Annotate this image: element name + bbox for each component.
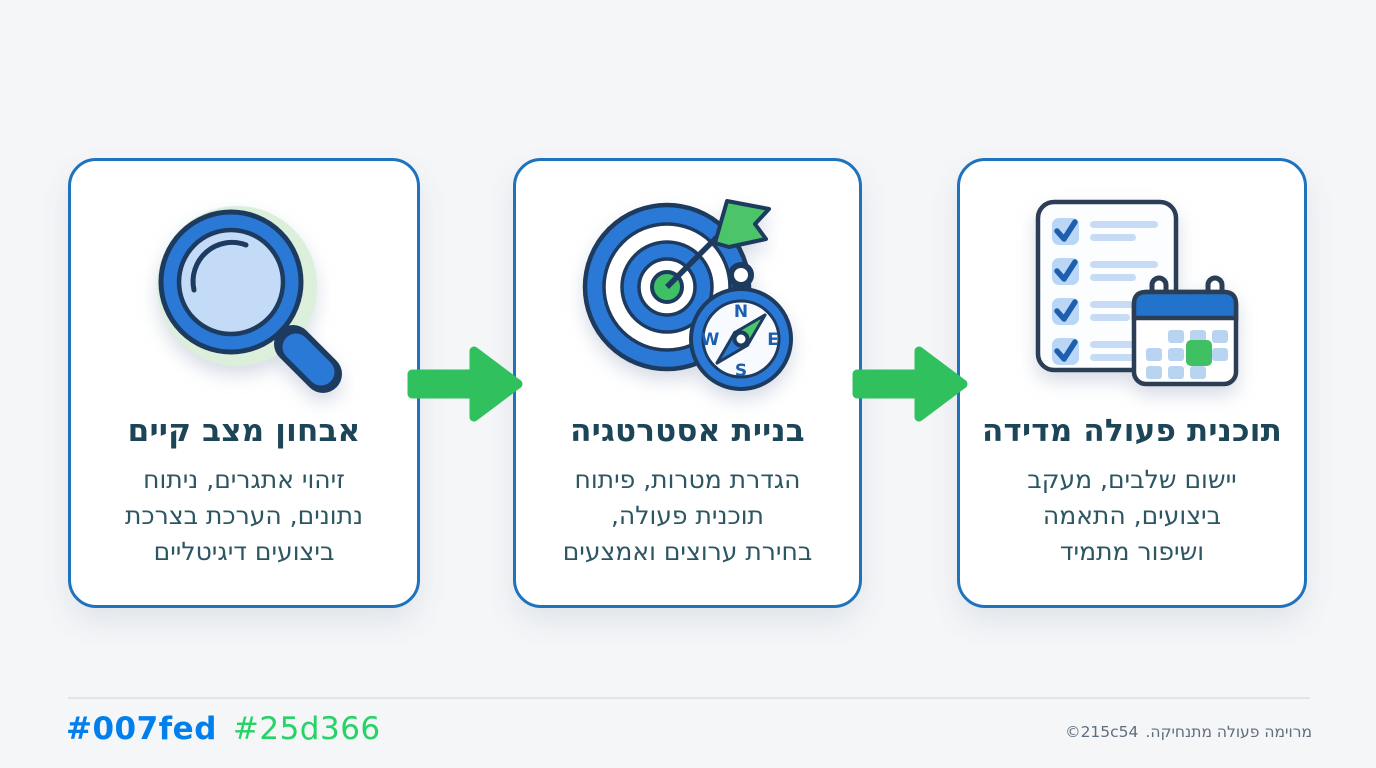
checklist-calendar-icon: [1016, 179, 1248, 407]
magnifier-icon-svg: [157, 206, 342, 393]
compass-south-label: S: [734, 361, 746, 381]
compass-north-label: N: [733, 302, 747, 322]
card-body: הגדרת מטרות, פיתוח תוכנית פעולה, בחירת ע…: [562, 465, 813, 566]
card-body: זיהוי אתגרים, ניתוח נתונים, הערכת בצרכת …: [124, 465, 364, 566]
flow-arrow-icon: [851, 341, 969, 427]
calendar: [1131, 275, 1239, 387]
compass-east-label: E: [767, 330, 779, 350]
footer-divider: [68, 697, 1310, 699]
footer-credit: ©215c54 מרוימה פעולה מתנחיקה.: [1065, 723, 1312, 741]
compass-needle: [714, 313, 767, 365]
credit-code: ©215c54: [1065, 723, 1139, 741]
card-action-plan: תוכנית פעולה מדידה יישום שלבים, מעקב ביצ…: [957, 158, 1307, 608]
card-title: אבחון מצב קיים: [127, 413, 361, 449]
color-code-blue: #007fed: [66, 711, 217, 747]
card-body: יישום שלבים, מעקב ביצועים, התאמה ושיפור …: [1027, 465, 1237, 566]
compass-west-label: W: [700, 330, 719, 350]
credit-text: מרוימה פעולה מתנחיקה.: [1145, 723, 1312, 741]
card-title: בניית אסטרטגיה: [570, 413, 805, 449]
flow-arrow-icon: [406, 341, 524, 427]
calendar-highlighted-day: [1186, 340, 1212, 366]
target-compass-icon: N S W E: [569, 179, 807, 407]
target-compass-icon-svg: N S W E: [582, 199, 793, 391]
magnifier-icon: [139, 179, 349, 407]
card-title: תוכנית פעולה מדידה: [982, 413, 1282, 449]
card-diagnosis: אבחון מצב קיים זיהוי אתגרים, ניתוח נתוני…: [68, 158, 420, 608]
card-strategy: N S W E בניית אסטרטגיה הגדרת מטרות, פיתו…: [513, 158, 862, 608]
color-code-green: #25d366: [232, 711, 381, 747]
checklist-calendar-icon-svg: [1035, 199, 1239, 387]
footer-color-codes: #007fed #25d366: [66, 711, 381, 747]
